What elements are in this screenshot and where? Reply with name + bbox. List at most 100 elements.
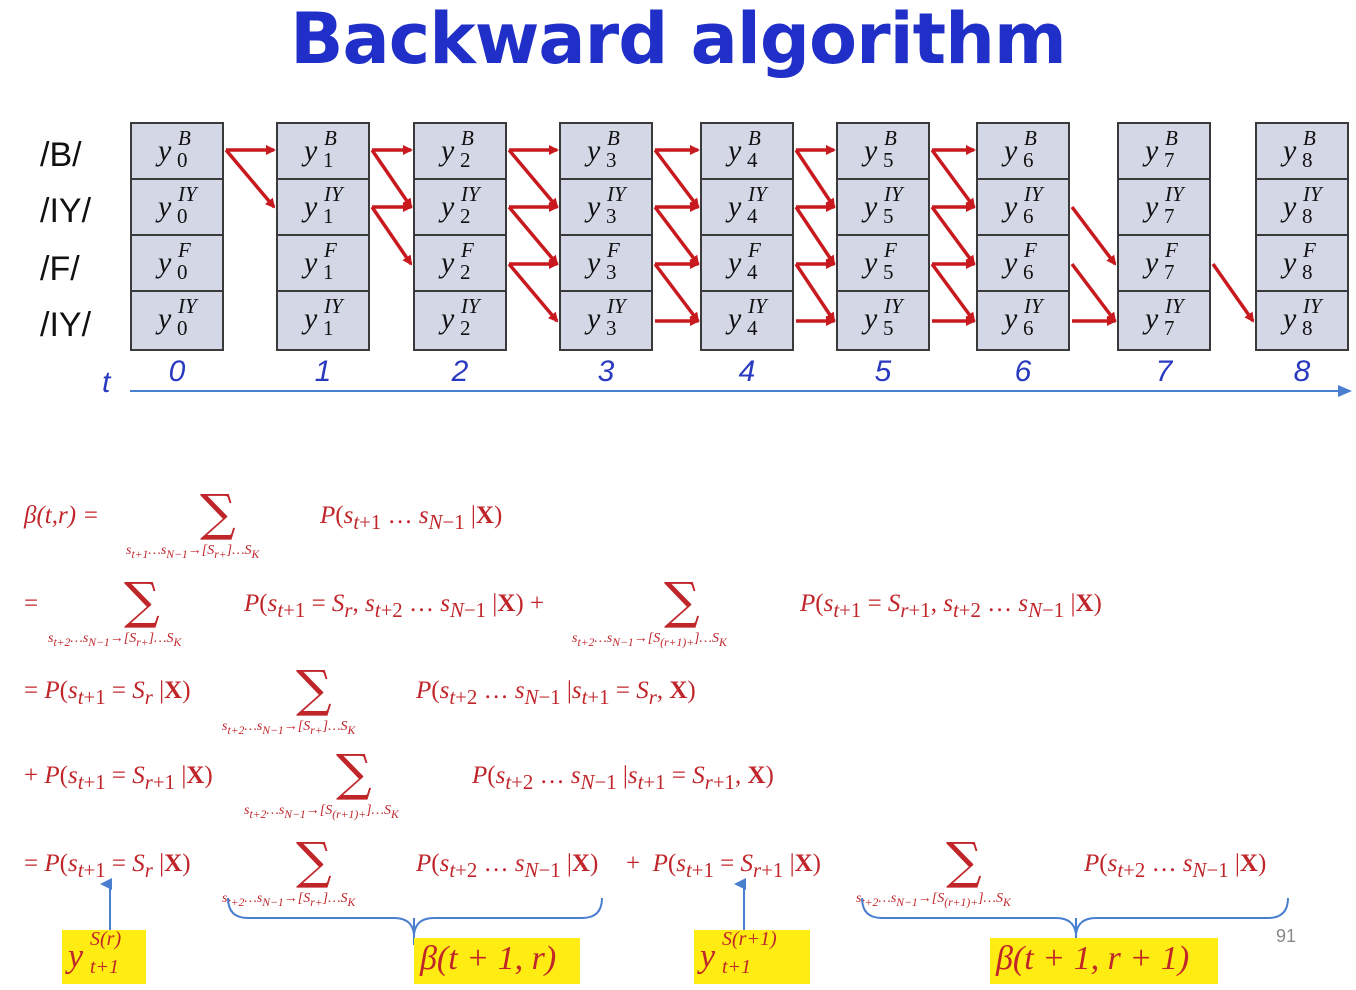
beta-r1-label: β(t + 1, r + 1) <box>996 940 1190 977</box>
eq3-sum-sub: st+2…sN−1→[Sr+]…SK <box>222 719 356 737</box>
highlight-beta-r: β(t + 1, r) <box>414 938 580 984</box>
eq1-term: P(st+1 … sN−1 |X) <box>320 502 503 534</box>
eq2-term2: P(st+1 = Sr+1, st+2 … sN−1 |X) <box>800 590 1102 622</box>
row-label-iy2: /IY/ <box>40 306 92 344</box>
row-label-b: /B/ <box>40 136 82 174</box>
time-tick-2: 2 <box>451 355 469 388</box>
time-tick-0: 0 <box>168 355 186 388</box>
eq5-sum1-sub: st+2…sN−1→[Sr+]…SK <box>222 891 356 909</box>
transition-arrow <box>1070 262 1117 323</box>
eq2-term1: P(st+1 = Sr, st+2 … sN−1 |X) + <box>244 590 545 622</box>
transition-arrow <box>930 205 976 266</box>
time-tick-1: 1 <box>314 355 332 388</box>
transition-arrow <box>794 149 836 209</box>
eq1-lhs: β(t,r) = <box>24 502 100 529</box>
eq3-term: P(st+2 … sN−1 |st+1 = Sr, X) <box>416 677 696 709</box>
eq4-lhs: + P(st+1 = Sr+1 |X) <box>24 762 213 794</box>
transition-arrow <box>653 148 700 209</box>
page-number: 91 <box>1276 926 1297 946</box>
time-tick-3: 3 <box>597 355 615 388</box>
row-label-iy: /IY/ <box>40 192 92 230</box>
transition-arrow <box>224 148 276 209</box>
eq4-term: P(st+2 … sN−1 |st+1 = Sr+1, X) <box>472 762 774 794</box>
eq3-lhs: = P(st+1 = Sr |X) <box>24 677 191 709</box>
eq4-sum-symbol: ∑ <box>336 744 372 802</box>
eq5-sum1-symbol: ∑ <box>296 832 332 890</box>
transition-arrow <box>930 148 976 209</box>
transition-arrow <box>370 149 413 209</box>
time-tick-8: 8 <box>1293 355 1311 388</box>
time-tick-4: 4 <box>738 355 756 388</box>
eq2-lhs: = <box>24 590 39 617</box>
eq5-sum2-symbol: ∑ <box>946 832 982 890</box>
eq2-sum1-symbol: ∑ <box>124 572 160 630</box>
eq5-term1: P(st+2 … sN−1 |X) <box>416 850 599 882</box>
transition-arrow <box>1211 262 1255 323</box>
transition-arrow <box>794 263 836 323</box>
beta-r-label: β(t + 1, r) <box>420 940 557 977</box>
highlight-beta-r1: β(t + 1, r + 1) <box>990 938 1218 984</box>
transition-arrow <box>1070 205 1117 266</box>
transition-arrow <box>653 205 700 266</box>
eq5-mid: + P(st+1 = Sr+1 |X) <box>626 850 821 882</box>
transition-arrow <box>507 262 559 323</box>
eq1-sum-sub: st+1…sN−1→[Sr+]…SK <box>126 543 260 561</box>
highlight-y-sr: y S(r) t+1 <box>62 928 146 984</box>
transition-arrow <box>370 206 413 266</box>
highlight-y-sr1: y S(r+1) t+1 <box>694 928 810 984</box>
eq5-lhs: = P(st+1 = Sr |X) <box>24 850 191 882</box>
eq4-sum-sub: st+2…sN−1→[S(r+1)+]…SK <box>244 803 399 821</box>
transition-arrow <box>653 262 700 323</box>
eq2-sum1-sub: st+2…sN−1→[Sr+]…SK <box>48 631 182 649</box>
eq5-sum2-sub: st+2…sN−1→[S(r+1)+]…SK <box>856 891 1011 909</box>
transition-arrow <box>507 148 559 209</box>
eq2-sum2-sub: st+2…sN−1→[S(r+1)+]…SK <box>572 631 727 649</box>
slide-title: Backward algorithm <box>290 0 1067 80</box>
time-axis-label: t <box>102 366 111 399</box>
eq1-sum-symbol: ∑ <box>200 484 236 542</box>
